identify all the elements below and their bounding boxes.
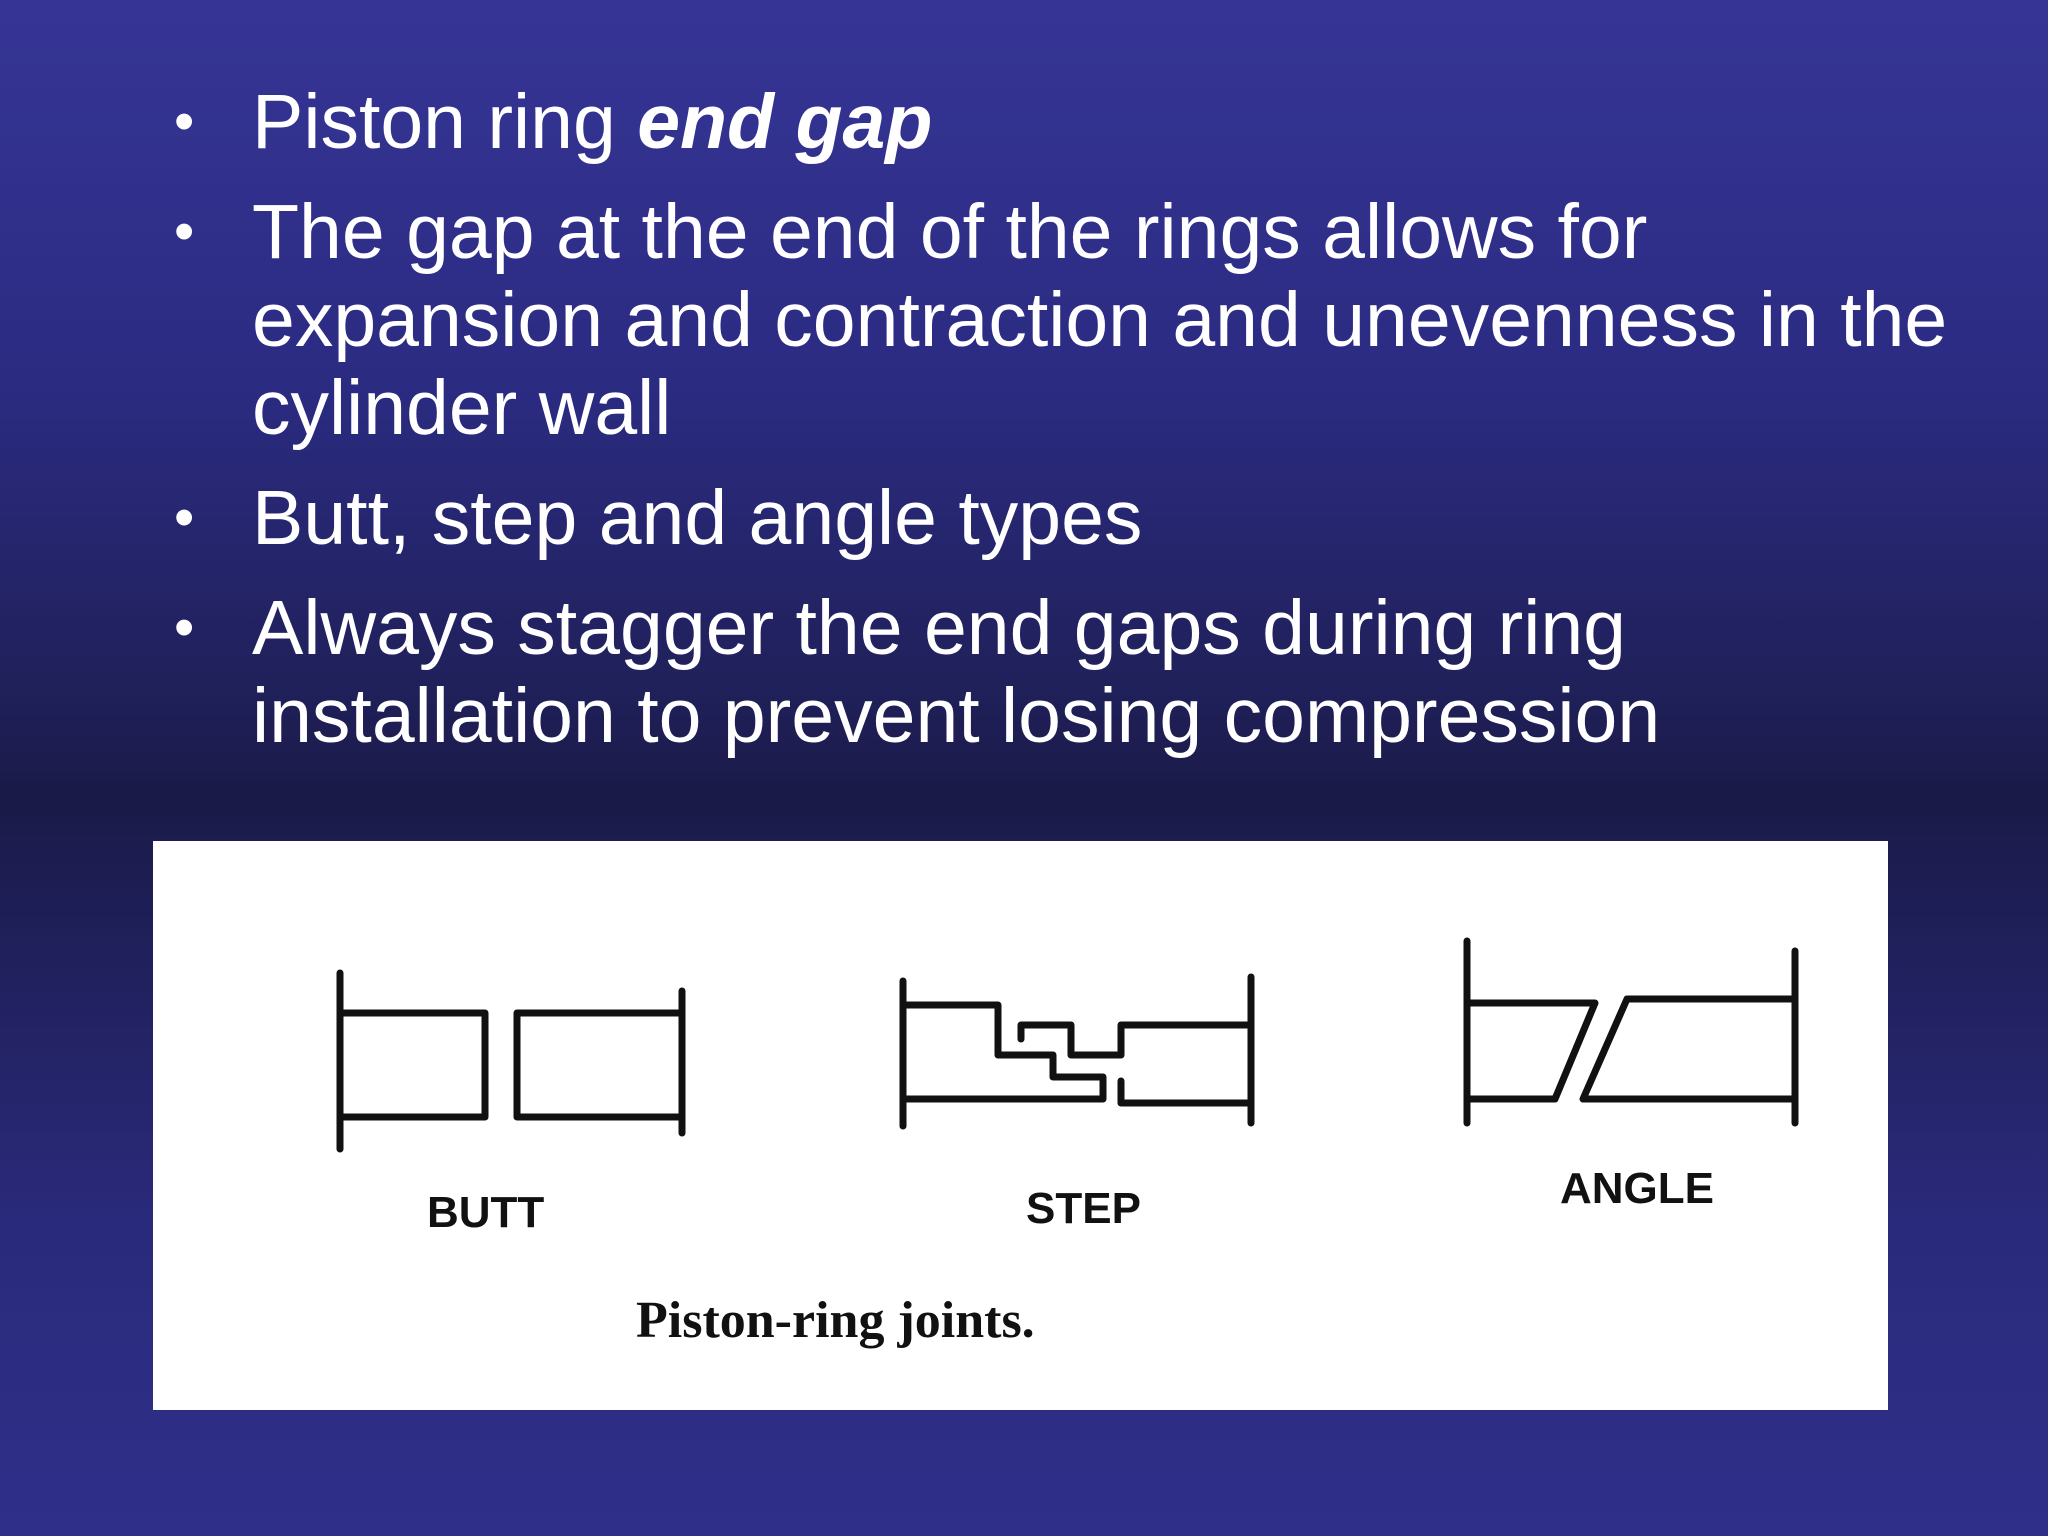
- angle-joint-drawing: [1463, 937, 1799, 1127]
- step-joint-drawing: [899, 973, 1255, 1130]
- figure-caption: Piston-ring joints.: [636, 1292, 1035, 1349]
- bullet-text: The gap at the end of the rings allows f…: [252, 189, 1948, 451]
- step-label: STEP: [1026, 1184, 1141, 1233]
- bullet-item-1: • Piston ring end gap: [170, 78, 1990, 166]
- bullet-icon: •: [174, 199, 195, 264]
- angle-label: ANGLE: [1560, 1164, 1714, 1213]
- bullet-item-4: • Always stagger the end gaps during rin…: [170, 584, 1990, 760]
- bullet-item-3: • Butt, step and angle types: [170, 474, 1990, 562]
- joints-diagram: BUTT STEP ANGLE Piston-ring joints.: [336, 937, 1799, 1349]
- bullet-emphasis: end gap: [637, 79, 933, 165]
- bullet-text: Piston ring: [252, 79, 638, 165]
- bullet-list: • Piston ring end gap • The gap at the e…: [170, 78, 1990, 782]
- bullet-icon: •: [174, 485, 195, 550]
- piston-ring-joints-figure: BUTT STEP ANGLE Piston-ring joints.: [153, 841, 1888, 1410]
- butt-joint-drawing: [336, 969, 686, 1153]
- bullet-item-2: • The gap at the end of the rings allows…: [170, 188, 1990, 452]
- bullet-text: Always stagger the end gaps during ring …: [252, 585, 1661, 759]
- bullet-icon: •: [174, 89, 195, 154]
- butt-label: BUTT: [427, 1188, 544, 1237]
- bullet-text: Butt, step and angle types: [252, 475, 1143, 561]
- bullet-icon: •: [174, 595, 195, 660]
